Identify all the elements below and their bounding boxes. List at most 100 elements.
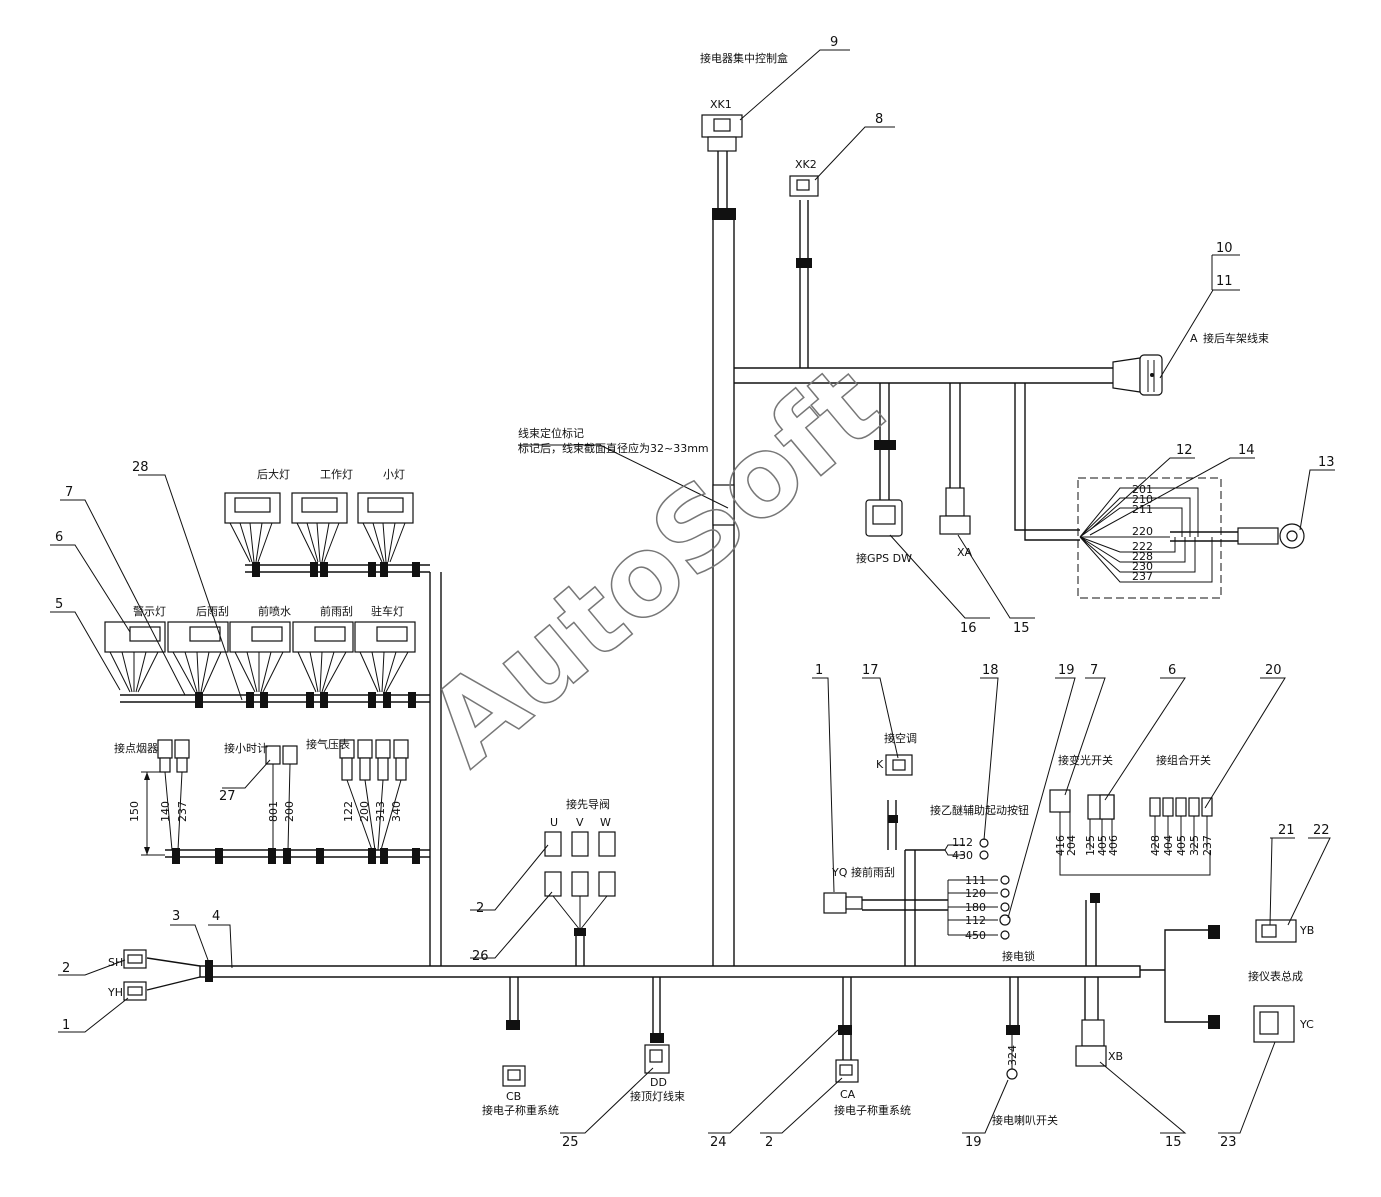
- callout-5: 5: [55, 597, 63, 612]
- wire-450: 450: [965, 929, 986, 942]
- label-front-washer: 前喷水: [258, 604, 291, 618]
- rear-big-lamp-connector: [224, 492, 281, 524]
- label-xb: XB: [1108, 1050, 1123, 1063]
- wire-801: 801: [267, 801, 280, 822]
- callout-6-left: 6: [55, 530, 63, 545]
- watermark: AutoSoft: [404, 340, 905, 790]
- gps-connector: [865, 440, 903, 537]
- wire-122: 122: [342, 801, 355, 822]
- callout-28: 28: [132, 460, 149, 475]
- small-lamp-connector: [357, 492, 414, 524]
- wire-416: 416: [1054, 835, 1067, 856]
- label-dd: DD: [650, 1076, 667, 1089]
- wire-125: 125: [1084, 835, 1097, 856]
- callout-18: 18: [982, 663, 999, 678]
- wire-406: 406: [1107, 835, 1120, 856]
- wire-237-cigar: 237: [176, 801, 189, 822]
- label-rear-wiper: 后雨刮: [196, 604, 229, 618]
- callout-2-ca: 2: [765, 1135, 773, 1150]
- label-u: U: [550, 816, 558, 829]
- label-warning: 警示灯: [133, 604, 166, 618]
- wire-140: 140: [159, 801, 172, 822]
- callout-14: 14: [1238, 443, 1255, 458]
- label-sh: SH: [108, 956, 123, 969]
- label-w: W: [600, 816, 611, 829]
- callout-26: 26: [472, 949, 489, 964]
- callout-13: 13: [1318, 455, 1335, 470]
- callout-27: 27: [219, 789, 236, 804]
- pilot-valve-group: [544, 831, 616, 936]
- label-scale-cb: 接电子称重系统: [482, 1103, 559, 1117]
- label-work-lamp: 工作灯: [320, 468, 353, 481]
- wire-222: 222: [1132, 540, 1153, 553]
- wire-111: 111: [965, 874, 986, 887]
- label-pilot-valve: 接先导阀: [566, 797, 610, 811]
- wire-340: 340: [390, 801, 403, 822]
- label-front-wiper: 前雨刮: [320, 604, 353, 618]
- wire-430: 430: [952, 849, 973, 862]
- callout-20: 20: [1265, 663, 1282, 678]
- wire-405-combo: 405: [1175, 835, 1188, 856]
- wire-204: 204: [1065, 835, 1078, 856]
- gauge-row: [141, 739, 420, 864]
- label-yh: YH: [107, 986, 123, 999]
- label-combo-switch: 接组合开关: [1156, 753, 1211, 767]
- wire-120: 120: [965, 887, 986, 900]
- battery-group: [1077, 477, 1305, 599]
- leader-lines: [50, 49, 1335, 1134]
- callout-17: 17: [862, 663, 879, 678]
- main-trunk: [146, 150, 1211, 1060]
- label-horn: 接电喇叭开关: [992, 1113, 1058, 1127]
- wire-237: 237: [1132, 570, 1153, 583]
- rear-frame-connector: [1112, 354, 1163, 396]
- label-locate-1: 线束定位标记: [518, 426, 584, 440]
- label-ceiling-lamp: 接顶灯线束: [630, 1089, 685, 1103]
- label-small-lamp: 小灯: [383, 468, 405, 481]
- label-rear-big-lamp: 后大灯: [257, 467, 290, 481]
- label-instrument: 接仪表总成: [1248, 969, 1303, 983]
- callout-11: 11: [1216, 274, 1233, 289]
- top-lamp-row: [224, 492, 420, 577]
- label-gps: 接GPS DW: [856, 552, 912, 565]
- callout-10: 10: [1216, 241, 1233, 256]
- label-yq: YQ: [831, 866, 848, 879]
- bottom-connectors: [502, 1019, 1107, 1087]
- callout-1-right: 1: [815, 663, 823, 678]
- work-lamp-connector: [291, 492, 348, 524]
- label-yc: YC: [1299, 1018, 1314, 1031]
- callout-23: 23: [1220, 1135, 1237, 1150]
- wire-200-hour: 200: [283, 801, 296, 822]
- callout-4: 4: [212, 909, 220, 924]
- callout-2-pilot: 2: [476, 901, 484, 916]
- label-cigar: 接点烟器: [114, 741, 158, 755]
- wire-112-ether: 112: [952, 836, 973, 849]
- callout-16: 16: [960, 621, 977, 636]
- xk1-connector: [701, 114, 743, 220]
- locate-marker: [712, 484, 735, 526]
- label-cb: CB: [506, 1090, 521, 1103]
- xa-connector: [939, 487, 971, 535]
- callout-22: 22: [1313, 823, 1330, 838]
- wire-405-dim: 405: [1096, 835, 1109, 856]
- xk2-connector: [789, 175, 819, 268]
- label-dimmer: 接变光开关: [1058, 753, 1113, 767]
- callout-24: 24: [710, 1135, 727, 1150]
- callout-8: 8: [875, 112, 883, 127]
- label-yb: YB: [1299, 924, 1314, 937]
- left-end-connectors: [123, 949, 213, 1001]
- callout-15-xa: 15: [1013, 621, 1030, 636]
- label-rear-frame: 接后车架线束: [1203, 331, 1269, 345]
- label-ca: CA: [840, 1088, 856, 1101]
- label-scale-ca: 接电子称重系统: [834, 1103, 911, 1117]
- wire-211: 211: [1132, 503, 1153, 516]
- callout-7-left: 7: [65, 485, 73, 500]
- label-ether: 接乙醚辅助起动按钮: [930, 803, 1029, 817]
- label-k: K: [876, 758, 884, 771]
- callout-1-yh: 1: [62, 1018, 70, 1033]
- label-aircon: 接空调: [884, 731, 917, 745]
- label-xk1: XK1: [710, 98, 732, 111]
- label-locate-2: 标记后，线束截面直径应为32~33mm: [518, 441, 709, 455]
- label-front-wiper-yq: 接前雨刮: [851, 865, 895, 879]
- label-xa: XA: [957, 546, 973, 559]
- label-hour-meter: 接小时计: [224, 742, 268, 755]
